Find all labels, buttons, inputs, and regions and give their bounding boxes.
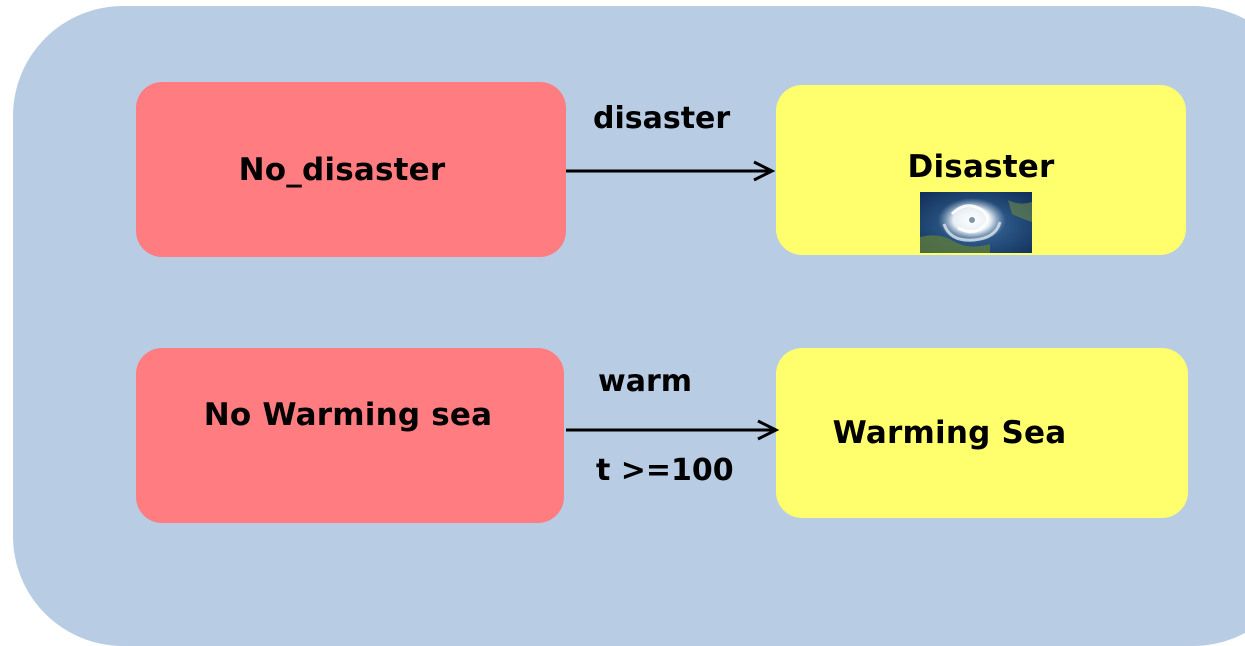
transition-warm-guard-label: t >=100 [596,453,734,488]
transition-warm-label: warm [598,364,693,399]
state-no-warming-sea: No Warming sea [136,348,564,523]
hurricane-satellite-icon [920,192,1032,253]
arrow-icon [566,419,780,441]
state-no-warming-sea-label: No Warming sea [203,396,493,433]
state-no-disaster: No_disaster [136,82,566,257]
arrow-icon [566,160,776,182]
transition-disaster-label: disaster [593,101,731,136]
state-disaster-label: Disaster [907,149,1055,185]
state-warming-sea-label: Warming Sea [832,415,1067,451]
state-disaster: Disaster [776,85,1186,255]
state-warming-sea: Warming Sea [776,348,1188,518]
state-no-disaster-label: No_disaster [238,151,446,188]
